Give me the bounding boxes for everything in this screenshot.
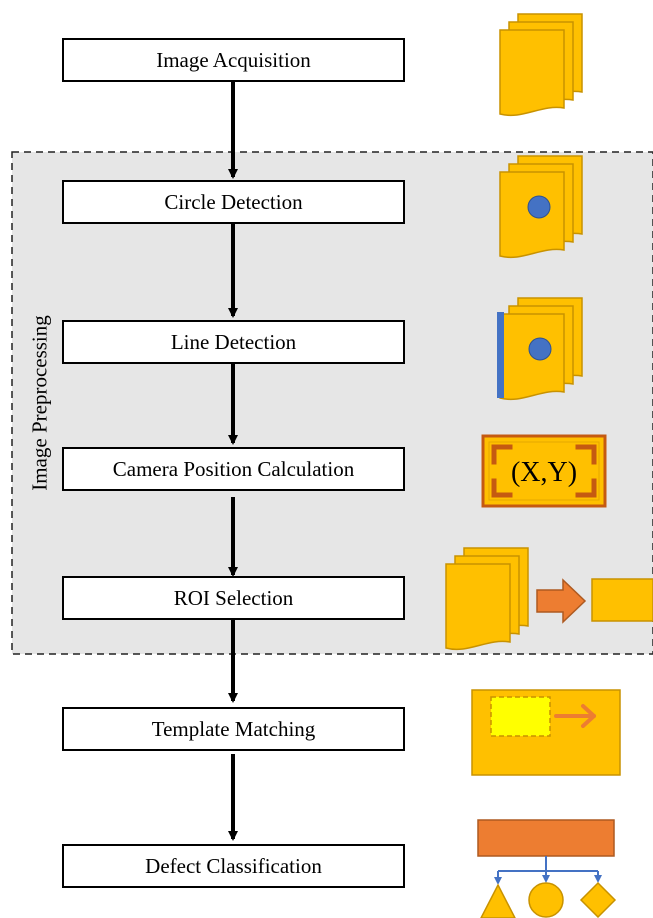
detected-line-icon	[497, 312, 504, 398]
diamond-class-icon	[579, 881, 617, 918]
step-line-detection: Line Detection	[62, 320, 405, 364]
defect-root-icon	[477, 819, 615, 857]
step-circle-detection: Circle Detection	[62, 180, 405, 224]
coordinates-label: (X,Y)	[511, 457, 577, 488]
slide-arrow-icon	[554, 704, 596, 728]
template-match-icon	[471, 689, 621, 776]
detected-circle-icon	[527, 195, 551, 219]
roi-rectangle-icon	[591, 578, 653, 622]
step-camera-position-calculation: Camera Position Calculation	[62, 447, 405, 491]
step-roi-selection: ROI Selection	[62, 576, 405, 620]
step-image-acquisition: Image Acquisition	[62, 38, 405, 82]
document-stack-icon	[499, 13, 583, 116]
circle-class-icon	[528, 882, 564, 918]
template-patch-icon	[490, 696, 551, 737]
roi-crop-icon	[445, 547, 653, 650]
preprocessing-group-label: Image Preprocessing	[27, 315, 52, 491]
triangle-class-icon	[480, 883, 516, 918]
line-document-icon	[497, 297, 583, 400]
coordinate-frame-icon: (X,Y)	[481, 434, 607, 508]
step-defect-classification: Defect Classification	[62, 844, 405, 888]
detected-circle-icon	[528, 337, 552, 361]
step-template-matching: Template Matching	[62, 707, 405, 751]
circle-document-icon	[499, 155, 583, 258]
orange-arrow-icon	[536, 578, 587, 624]
classification-tree-icon	[477, 819, 617, 918]
